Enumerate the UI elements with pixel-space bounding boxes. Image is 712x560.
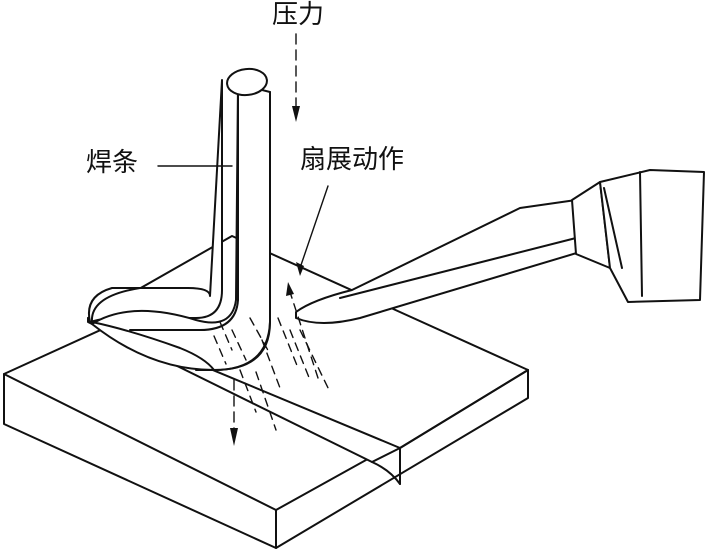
welding-rod xyxy=(88,67,271,371)
fan-motion-arrow xyxy=(286,185,329,379)
welding-rod-label: 焊条 xyxy=(86,148,139,178)
downward-force-arrow xyxy=(230,379,238,446)
pressure-label: 压力 xyxy=(272,0,325,30)
hot-air-stream xyxy=(213,317,331,431)
hot-air-gun xyxy=(295,169,705,324)
fan-motion-label: 扇展动作 xyxy=(300,145,405,175)
pressure-arrow xyxy=(292,33,300,122)
